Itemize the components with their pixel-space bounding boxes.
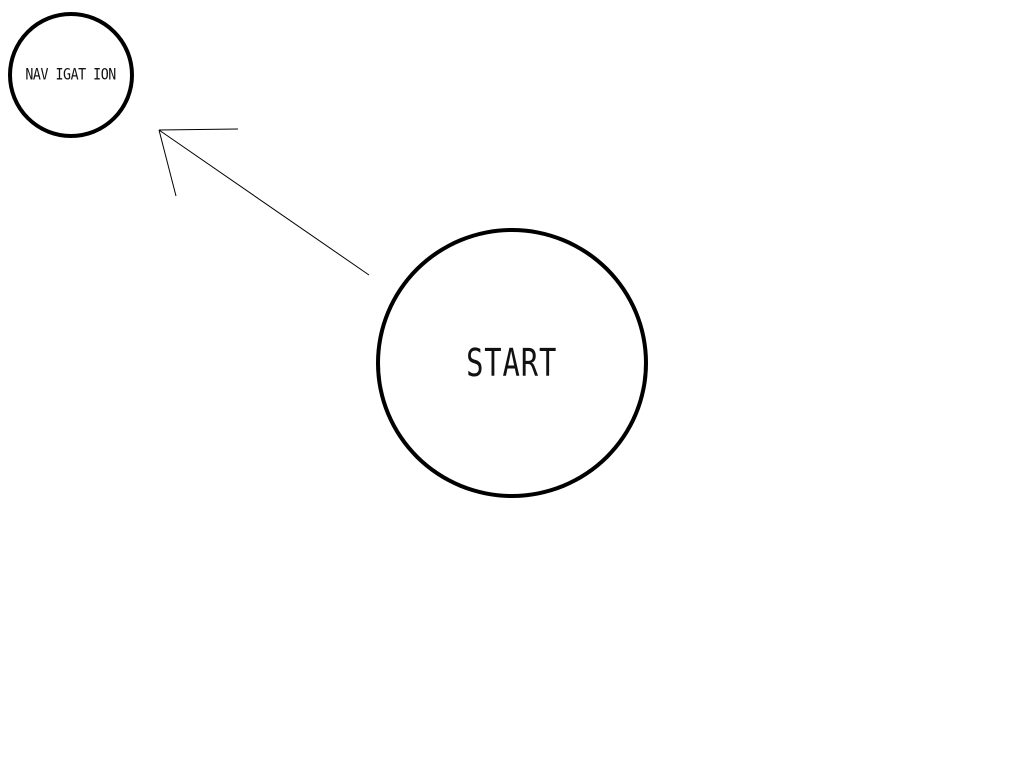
start-button[interactable]: START	[376, 228, 648, 498]
navigation-button[interactable]: NAV IGAT ION	[8, 12, 134, 138]
start-label: START	[466, 340, 558, 386]
navigation-label: NAV IGAT ION	[25, 65, 117, 85]
